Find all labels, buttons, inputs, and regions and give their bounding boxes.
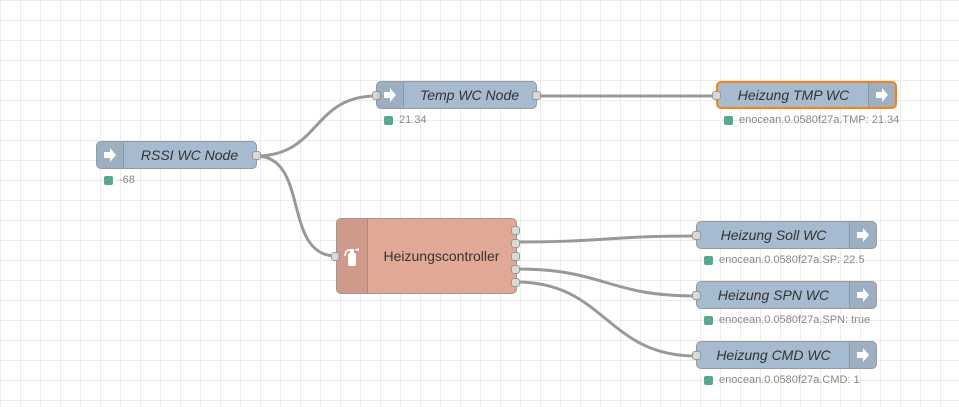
rssi-status: -68 [104, 174, 135, 186]
status-text: enocean.0.0580f27a.CMD: 1 [719, 374, 860, 386]
fire-extinguisher-icon [337, 219, 368, 293]
wire-controller-to-soll[interactable] [515, 234, 697, 244]
status-dot [384, 115, 393, 125]
status-dot [704, 255, 713, 265]
status-text: 21.34 [399, 114, 427, 126]
node-label: Heizung TMP WC [737, 87, 850, 103]
node-label: Heizung SPN WC [717, 287, 830, 303]
node-label: Heizung Soll WC [720, 227, 827, 243]
wire-rssi-to-temp[interactable] [255, 94, 377, 158]
status-text: -68 [119, 174, 135, 186]
heizung-tmp-wc-node[interactable]: Heizung TMP WC [712, 81, 897, 109]
wire-controller-to-cmd[interactable] [515, 280, 697, 358]
wire-controller-to-spn[interactable] [515, 267, 697, 298]
temp-wc-node[interactable]: Temp WC Node [372, 81, 541, 109]
heizung-tmp-status: enocean.0.0580f27a.TMP: 21.34 [724, 114, 899, 126]
input-port[interactable] [692, 231, 701, 240]
arrow-right-icon [97, 142, 124, 168]
status-text: enocean.0.0580f27a.SP: 22.5 [719, 254, 865, 266]
arrow-right-icon [377, 82, 404, 108]
heizung-soll-wc-node[interactable]: Heizung Soll WC [692, 221, 877, 249]
node-label: Heizung CMD WC [716, 347, 831, 363]
output-port-3[interactable] [511, 252, 520, 261]
status-text: enocean.0.0580f27a.TMP: 21.34 [739, 114, 900, 126]
output-port-4[interactable] [511, 265, 520, 274]
input-port[interactable] [331, 252, 340, 261]
status-text: enocean.0.0580f27a.SPN: true [719, 314, 871, 326]
status-dot [724, 115, 733, 125]
heizung-cmd-status: enocean.0.0580f27a.CMD: 1 [704, 374, 860, 386]
heizungscontroller-node[interactable]: Heizungscontroller [331, 218, 520, 294]
input-port[interactable] [692, 291, 701, 300]
arrow-right-icon [849, 282, 876, 308]
input-port[interactable] [712, 91, 721, 100]
temp-status: 21.34 [384, 114, 427, 126]
node-label: Heizungscontroller [383, 248, 500, 264]
input-port[interactable] [692, 351, 701, 360]
status-dot [704, 315, 713, 325]
node-label: RSSI WC Node [140, 147, 239, 163]
status-dot [104, 175, 113, 185]
node-label: Temp WC Node [419, 87, 520, 103]
heizung-soll-status: enocean.0.0580f27a.SP: 22.5 [704, 254, 865, 266]
arrow-right-icon [849, 222, 876, 248]
heizung-spn-wc-node[interactable]: Heizung SPN WC [692, 281, 877, 309]
input-port[interactable] [372, 91, 381, 100]
rssi-wc-node[interactable]: RSSI WC Node [96, 141, 261, 169]
heizung-spn-status: enocean.0.0580f27a.SPN: true [704, 314, 870, 326]
output-port-1[interactable] [511, 226, 520, 235]
wire-rssi-to-controller[interactable] [255, 154, 337, 258]
output-port-5[interactable] [511, 278, 520, 287]
arrow-right-icon [868, 83, 895, 107]
status-dot [704, 375, 713, 385]
output-port[interactable] [532, 91, 541, 100]
arrow-right-icon [849, 342, 876, 368]
output-port-2[interactable] [511, 239, 520, 248]
output-port[interactable] [252, 151, 261, 160]
heizung-cmd-wc-node[interactable]: Heizung CMD WC [692, 341, 877, 369]
